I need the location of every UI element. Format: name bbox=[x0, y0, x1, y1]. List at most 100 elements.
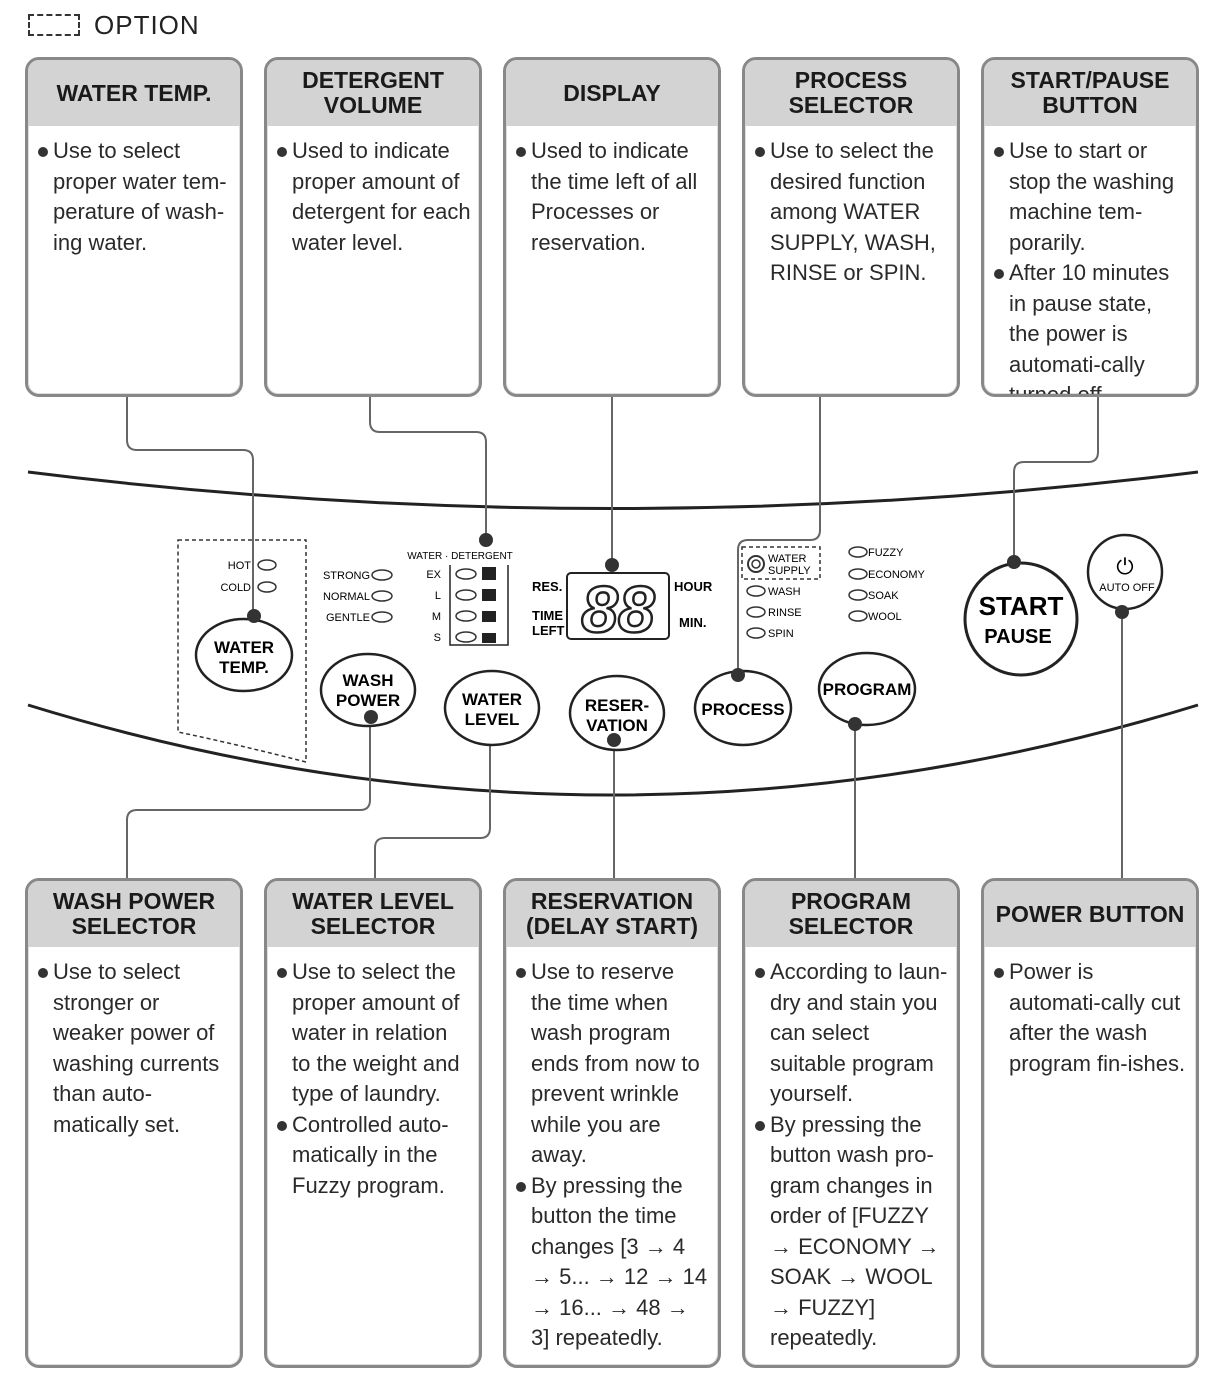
card-bullet: Use to reserve the time when wash progra… bbox=[514, 957, 710, 1171]
wash-power-pointer-dot bbox=[364, 710, 378, 724]
card-bullet: Use to select proper water tem-perature … bbox=[36, 136, 232, 258]
card-title: DETERGENT VOLUME bbox=[267, 60, 479, 126]
wash-power-button[interactable] bbox=[319, 652, 417, 728]
card-bullet: Power is automati-cally cut after the wa… bbox=[992, 957, 1188, 1079]
temp-label-cold: COLD bbox=[220, 582, 251, 594]
card-title: WATER LEVEL SELECTOR bbox=[267, 881, 479, 947]
water-temp-button-label-1: WATER bbox=[214, 638, 274, 657]
reservation-button-label-2: VATION bbox=[586, 716, 648, 735]
panel-bottom-curve bbox=[27, 703, 1199, 797]
water-supply-option-box bbox=[741, 546, 821, 580]
wash-power-button-label-1: WASH bbox=[343, 671, 394, 690]
program-indicator-wool bbox=[848, 610, 868, 622]
display-label-hour: HOUR bbox=[674, 579, 713, 594]
card-water-level: WATER LEVEL SELECTOR Use to select the p… bbox=[264, 878, 482, 1368]
wash-power-indicator-gentle bbox=[371, 611, 393, 623]
program-indicator-economy bbox=[848, 568, 868, 580]
card-power-button: POWER BUTTON Power is automati-cally cut… bbox=[981, 878, 1199, 1368]
wash-power-button-label-2: POWER bbox=[336, 691, 400, 710]
water-level-button-label-2: LEVEL bbox=[465, 710, 520, 729]
water-level-indicator-ex bbox=[455, 568, 477, 580]
process-label-spin: SPIN bbox=[768, 628, 794, 640]
card-reservation: RESERVATION (DELAY START) Use to reserve… bbox=[503, 878, 721, 1368]
card-display: DISPLAY Used to indicate the time left o… bbox=[503, 57, 721, 397]
water-level-bracket bbox=[449, 565, 509, 646]
process-indicator-spin bbox=[746, 627, 766, 639]
card-title: DISPLAY bbox=[506, 60, 718, 126]
detergent-pointer-dot bbox=[479, 533, 493, 547]
program-indicator-fuzzy bbox=[848, 546, 868, 558]
card-bullet: After 10 minutes in pause state, the pow… bbox=[992, 258, 1188, 394]
wash-power-indicator-strong bbox=[371, 569, 393, 581]
card-bullet: According to laun-dry and stain you can … bbox=[753, 957, 949, 1110]
temp-indicator-cold bbox=[257, 581, 277, 593]
display-window bbox=[566, 572, 670, 640]
power-pointer-dot bbox=[1115, 605, 1129, 619]
leader-lines bbox=[126, 397, 1123, 878]
water-temp-pointer-dot bbox=[247, 609, 261, 623]
card-bullet: By pressing the button wash pro-gram cha… bbox=[753, 1110, 949, 1354]
wash-power-label-normal: NORMAL bbox=[323, 591, 370, 603]
process-label-water: WATER bbox=[768, 553, 807, 565]
option-dashed-area bbox=[177, 539, 307, 763]
card-bullet: Use to select the desired function among… bbox=[753, 136, 949, 289]
option-legend: OPTION bbox=[28, 10, 200, 40]
start-button-label: START bbox=[979, 591, 1064, 621]
option-legend-text: OPTION bbox=[94, 9, 200, 40]
card-detergent-volume: DETERGENT VOLUME Used to indicate proper… bbox=[264, 57, 482, 397]
detergent-cup-icon bbox=[482, 567, 496, 580]
display-label-min: MIN. bbox=[679, 615, 706, 630]
water-level-label-l: L bbox=[435, 590, 441, 602]
start-pause-button[interactable] bbox=[963, 561, 1079, 677]
display-label-time: TIME bbox=[532, 608, 563, 623]
card-title: PROGRAM SELECTOR bbox=[745, 881, 957, 947]
card-bullet: Use to select stronger or weaker power o… bbox=[36, 957, 232, 1140]
card-bullet: Used to indicate proper amount of deterg… bbox=[275, 136, 471, 258]
water-level-indicator-m bbox=[455, 610, 477, 622]
card-water-temp: WATER TEMP. Use to select proper water t… bbox=[25, 57, 243, 397]
card-wash-power: WASH POWER SELECTOR Use to select strong… bbox=[25, 878, 243, 1368]
option-legend-dashed-box bbox=[28, 14, 80, 36]
wash-power-label-gentle: GENTLE bbox=[326, 612, 370, 624]
power-icon: ⏻ bbox=[1116, 554, 1133, 579]
card-title: POWER BUTTON bbox=[984, 881, 1196, 947]
water-level-indicator-l bbox=[455, 589, 477, 601]
process-label-rinse: RINSE bbox=[768, 607, 802, 619]
reservation-button-label-1: RESER- bbox=[585, 696, 649, 715]
program-label-fuzzy: FUZZY bbox=[868, 547, 904, 559]
water-temp-button[interactable] bbox=[194, 617, 294, 693]
water-level-button-label-1: WATER bbox=[462, 690, 522, 709]
water-detergent-header: WATER · DETERGENT bbox=[407, 551, 513, 562]
process-indicator-wash bbox=[746, 585, 766, 597]
water-level-label-ex: EX bbox=[426, 569, 441, 581]
program-label-soak: SOAK bbox=[868, 590, 899, 602]
detergent-cup-icon bbox=[482, 633, 496, 643]
card-bullet: By pressing the button the time changes … bbox=[514, 1171, 710, 1354]
reservation-button[interactable] bbox=[568, 674, 666, 752]
water-level-button[interactable] bbox=[443, 669, 541, 747]
card-title: RESERVATION (DELAY START) bbox=[506, 881, 718, 947]
card-title: WASH POWER SELECTOR bbox=[28, 881, 240, 947]
display-pointer-dot bbox=[605, 558, 619, 572]
start-pause-pointer-dot bbox=[1007, 555, 1021, 569]
program-button-label: PROGRAM bbox=[823, 680, 912, 699]
display-label-res: RES. bbox=[532, 579, 562, 594]
temp-label-hot: HOT bbox=[228, 560, 252, 572]
process-label-supply: SUPPLY bbox=[768, 565, 811, 577]
water-level-indicator-s bbox=[455, 631, 477, 643]
program-label-economy: ECONOMY bbox=[868, 569, 926, 581]
card-bullet: Controlled auto-matically in the Fuzzy p… bbox=[275, 1110, 471, 1202]
process-pointer-dot bbox=[731, 668, 745, 682]
process-indicator-rinse bbox=[746, 606, 766, 618]
card-process-selector: PROCESS SELECTOR Use to select the desir… bbox=[742, 57, 960, 397]
card-start-pause: START/PAUSE BUTTON Use to start or stop … bbox=[981, 57, 1199, 397]
water-level-label-s: S bbox=[434, 632, 441, 644]
wash-power-indicator-normal bbox=[371, 590, 393, 602]
program-button[interactable] bbox=[817, 651, 917, 727]
display-digits: 88 bbox=[581, 572, 655, 646]
card-title: START/PAUSE BUTTON bbox=[984, 60, 1196, 126]
reservation-pointer-dot bbox=[607, 733, 621, 747]
temp-indicator-hot bbox=[257, 559, 277, 571]
wash-power-label-strong: STRONG bbox=[323, 570, 370, 582]
